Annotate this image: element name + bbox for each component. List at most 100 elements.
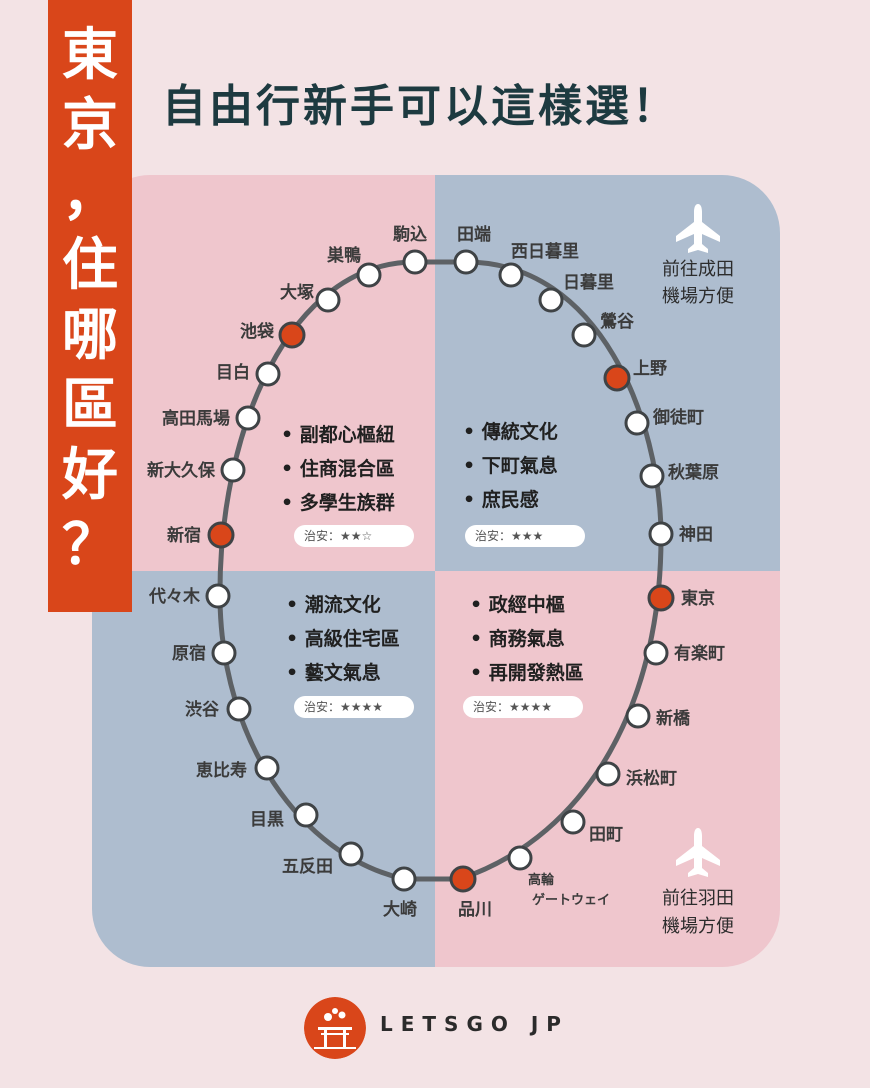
station-label: 上野 bbox=[633, 359, 667, 379]
station-label: 池袋 bbox=[240, 321, 275, 342]
station-label: 目白 bbox=[216, 362, 250, 383]
safety-badge-bottom-left: 治安：★★★★ bbox=[294, 696, 414, 718]
station-marker bbox=[538, 287, 564, 313]
feature-item: 傳統文化 bbox=[463, 415, 558, 449]
station-label: 田町 bbox=[589, 825, 623, 845]
station-marker bbox=[235, 405, 261, 431]
airport-narita-line2: 機場方便 bbox=[662, 286, 734, 307]
feature-item: 庶民感 bbox=[463, 483, 558, 517]
feature-item: 多學生族群 bbox=[281, 486, 395, 520]
sakura-torii-logo-icon bbox=[304, 997, 366, 1059]
station-label: 代々木 bbox=[148, 586, 201, 607]
feature-item: 潮流文化 bbox=[286, 588, 400, 622]
features-bottom-right: 政經中樞 商務氣息 再開發熱區 bbox=[470, 588, 584, 690]
feature-item: 副都心樞紐 bbox=[281, 418, 395, 452]
station-label: 御徒町 bbox=[652, 407, 704, 428]
station-label: 西日暮里 bbox=[511, 241, 579, 262]
station-label: 東京 bbox=[681, 588, 715, 609]
feature-item: 商務氣息 bbox=[470, 622, 584, 656]
safety-badge-bottom-right: 治安：★★★★ bbox=[463, 696, 583, 718]
brand-name: LETSGO JP bbox=[380, 1012, 569, 1036]
station-label: 田端 bbox=[457, 224, 491, 245]
station-marker bbox=[639, 463, 665, 489]
station-marker bbox=[315, 287, 341, 313]
feature-item: 下町氣息 bbox=[463, 449, 558, 483]
station-label: 鶯谷 bbox=[600, 311, 635, 332]
station-label: 新橋 bbox=[656, 708, 691, 729]
station-label: 高輪ゲートウェイ bbox=[528, 872, 610, 908]
station-marker bbox=[391, 866, 417, 892]
station-label: 日暮里 bbox=[563, 272, 614, 293]
station-marker bbox=[356, 262, 382, 288]
station-label: 秋葉原 bbox=[668, 462, 719, 483]
station-label: 大塚 bbox=[280, 282, 314, 303]
station-marker bbox=[571, 322, 597, 348]
station-label: 高田馬場 bbox=[162, 408, 230, 429]
major-station-marker bbox=[207, 521, 235, 549]
station-marker bbox=[402, 249, 428, 275]
side-title-char: 東 bbox=[62, 22, 118, 88]
station-marker bbox=[624, 410, 650, 436]
station-label: 巣鴨 bbox=[326, 245, 361, 266]
features-top-left: 副都心樞紐 住商混合區 多學生族群 bbox=[281, 418, 395, 520]
safety-badge-top-left: 治安：★★☆ bbox=[294, 525, 414, 547]
side-title-banner: 東 京 ， 住 哪 區 好 ？ bbox=[48, 0, 132, 612]
features-bottom-left: 潮流文化 高級住宅區 藝文氣息 bbox=[286, 588, 400, 690]
station-label: 大崎 bbox=[383, 899, 417, 920]
airport-haneda: 前往羽田 機場方便 bbox=[662, 828, 734, 937]
station-label: 原宿 bbox=[172, 643, 206, 664]
side-title-char: 哪 bbox=[62, 302, 118, 368]
features-top-right: 傳統文化 下町氣息 庶民感 bbox=[463, 415, 558, 517]
major-station-marker bbox=[647, 584, 675, 612]
airport-haneda-line2: 機場方便 bbox=[662, 916, 734, 937]
station-marker bbox=[507, 845, 533, 871]
station-label: 新大久保 bbox=[147, 460, 216, 481]
station-label: 有楽町 bbox=[674, 643, 725, 664]
station-marker bbox=[220, 457, 246, 483]
safety-badge-top-right: 治安：★★★ bbox=[465, 525, 585, 547]
side-title-char: 住 bbox=[62, 232, 118, 298]
station-marker bbox=[643, 640, 669, 666]
major-station-marker bbox=[278, 321, 306, 349]
station-marker bbox=[205, 583, 231, 609]
page-title: 自由行新手可以這樣選！ bbox=[162, 81, 679, 132]
station-label: 目黒 bbox=[250, 810, 284, 830]
side-title-char: 好 bbox=[62, 442, 118, 508]
station-marker bbox=[226, 696, 252, 722]
feature-item: 藝文氣息 bbox=[286, 656, 400, 690]
airplane-icon bbox=[676, 204, 720, 253]
airport-narita-line1: 前往成田 bbox=[662, 259, 734, 280]
station-label: 渋谷 bbox=[185, 699, 220, 720]
major-station-marker bbox=[449, 865, 477, 893]
station-marker bbox=[211, 640, 237, 666]
station-marker bbox=[453, 249, 479, 275]
side-title-char: 京 bbox=[62, 92, 118, 158]
feature-item: 政經中樞 bbox=[470, 588, 584, 622]
airplane-icon bbox=[676, 828, 720, 877]
station-marker bbox=[625, 703, 651, 729]
side-title-char: ， bbox=[62, 162, 118, 228]
side-title-char: ？ bbox=[62, 512, 118, 578]
stations-layer: 駒込 田端西日暮里日暮里鶯谷上野御徒町秋葉原神田東京有楽町新橋浜松町田町高輪ゲート… bbox=[147, 224, 725, 920]
feature-item: 高級住宅區 bbox=[286, 622, 400, 656]
major-station-marker bbox=[603, 364, 631, 392]
station-marker bbox=[338, 841, 364, 867]
station-marker bbox=[254, 755, 280, 781]
station-label: 駒込 bbox=[393, 224, 427, 245]
station-marker bbox=[560, 809, 586, 835]
station-marker bbox=[595, 761, 621, 787]
station-marker bbox=[648, 521, 674, 547]
station-label: 品川 bbox=[458, 900, 492, 920]
feature-item: 再開發熱區 bbox=[470, 656, 584, 690]
station-label: 新宿 bbox=[167, 525, 201, 546]
feature-item: 住商混合區 bbox=[281, 452, 395, 486]
station-marker bbox=[293, 802, 319, 828]
airport-haneda-line1: 前往羽田 bbox=[662, 888, 734, 909]
station-marker bbox=[498, 262, 524, 288]
station-label: 五反田 bbox=[282, 857, 333, 877]
station-marker bbox=[255, 361, 281, 387]
station-label: 浜松町 bbox=[626, 768, 677, 789]
station-label: 神田 bbox=[679, 524, 713, 545]
side-title-char: 區 bbox=[62, 372, 118, 438]
